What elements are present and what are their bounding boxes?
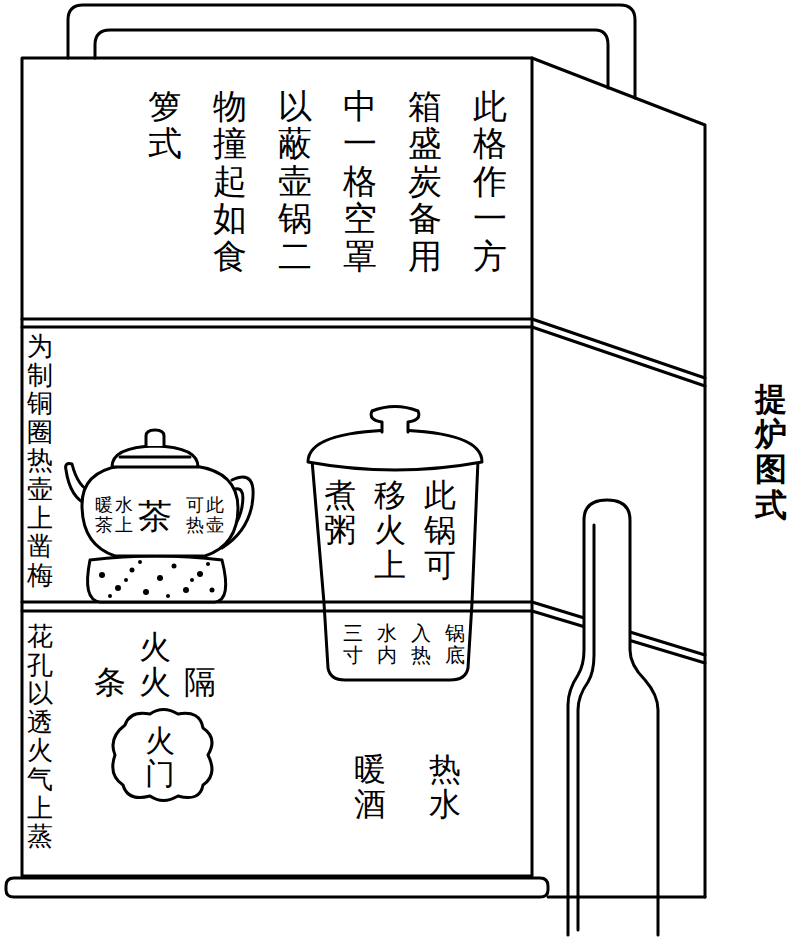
text-column: 此格作一方 <box>473 88 507 275</box>
text-column: 水上 <box>115 495 133 535</box>
lower-shelf <box>22 602 532 611</box>
base-side <box>548 896 705 899</box>
outline-part <box>371 407 419 433</box>
text-column: 移火上 <box>374 478 406 584</box>
base-plinth <box>6 878 548 897</box>
text-column: 热水 <box>429 752 461 822</box>
text-column: 花孔以透火气上蒸 <box>27 622 53 851</box>
teapot: 此壶可热茶水上暖茶 <box>62 425 257 605</box>
vertical-text: 火门 <box>145 724 175 790</box>
text-column: 可热 <box>186 495 204 535</box>
text-column: 提炉图式 <box>755 382 787 523</box>
text-column: 煮粥 <box>324 478 356 548</box>
vertical-text: 锅底入热水内三寸 <box>343 622 465 666</box>
text-column: 为制铜圈热壶上凿梅 <box>27 332 53 589</box>
text-column: 物撞起如食 <box>213 88 247 275</box>
vertical-text: 水上暖茶 <box>95 495 133 535</box>
side-post <box>568 500 658 935</box>
text-column: 水内 <box>377 622 397 666</box>
text-column: 中一格空罩 <box>343 88 377 275</box>
vertical-text: 此壶可热 <box>186 495 224 535</box>
text-column: 锅底 <box>445 622 465 666</box>
handle-outer <box>68 5 635 98</box>
side-note: 为制铜圈热壶上凿梅 <box>27 332 53 589</box>
porridge-pot: 此锅可移火上煮粥锅底入热水内三寸 <box>300 398 485 688</box>
text-column: 箱盛炭备用 <box>408 88 442 275</box>
diagram-title: 提炉图式 <box>755 382 787 523</box>
vertical-text: 此格作一方箱盛炭备用中一格空罩以蔽壶锅二物撞起如食箩式 <box>148 88 507 275</box>
stand-holes <box>99 560 215 598</box>
text-column: 三寸 <box>343 622 363 666</box>
front-box <box>22 58 532 876</box>
text-column: 火火 <box>139 630 171 700</box>
text-column: 此壶 <box>206 495 224 535</box>
text-column: 暖茶 <box>95 495 113 535</box>
side-note: 花孔以透火气上蒸 <box>27 622 53 851</box>
grate-label: 隔火火条 <box>94 630 216 700</box>
outline-part <box>308 430 482 470</box>
vertical-text: 茶 <box>138 498 172 535</box>
outline-part <box>82 466 238 556</box>
copper-ring-stand <box>88 556 226 602</box>
text-column: 箩式 <box>148 88 182 163</box>
side-shelf <box>532 319 705 386</box>
storage-compartment: 此格作一方箱盛炭备用中一格空罩以蔽壶锅二物撞起如食箩式 <box>140 78 525 313</box>
upper-shelf <box>22 319 532 327</box>
text-column: 暖酒 <box>354 752 386 822</box>
outline-part <box>112 446 198 467</box>
side-post-line <box>578 525 594 930</box>
text-column: 入热 <box>411 622 431 666</box>
outline-part <box>113 710 212 801</box>
outline-part <box>146 430 164 446</box>
vertical-text: 此锅可移火上煮粥 <box>324 478 456 584</box>
text-column: 火门 <box>145 724 175 790</box>
outline-part <box>312 460 478 680</box>
text-column: 隔 <box>184 665 216 700</box>
outline-part <box>120 456 190 459</box>
fire-door: 火门 <box>105 703 225 808</box>
text-column: 以蔽壶锅二 <box>278 88 312 275</box>
text-column: 此锅可 <box>424 478 456 584</box>
slot-label: 暖酒 <box>354 752 386 822</box>
text-column: 茶 <box>138 498 172 535</box>
slot-label: 热水 <box>429 752 461 822</box>
text-column: 条 <box>94 665 126 700</box>
